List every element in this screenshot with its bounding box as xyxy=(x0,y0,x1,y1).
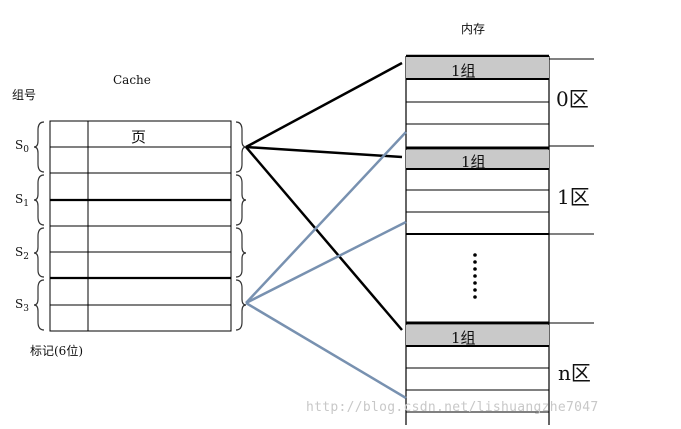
memory-group-label-0: 1组 xyxy=(451,62,476,80)
cache-group-label-s1: S1 xyxy=(15,192,29,209)
ellipsis-dots xyxy=(473,253,477,299)
cache-group-label-s3: S3 xyxy=(15,297,29,314)
cache-group-label-s2: S2 xyxy=(15,245,29,262)
area-label-n: n区 xyxy=(558,361,591,385)
brace-s1 xyxy=(33,174,45,226)
brace-s2 xyxy=(33,227,45,278)
mapping-lines-s0 xyxy=(245,61,403,331)
memory-group-n-header xyxy=(406,325,549,346)
mapping-lines-s3 xyxy=(245,131,407,400)
memory-group-label-n: 1组 xyxy=(451,329,476,347)
right-braces xyxy=(235,121,247,331)
memory-title: 内存 xyxy=(461,22,486,36)
memory-column xyxy=(405,54,594,425)
page-label: 页 xyxy=(131,128,147,146)
cache-title: Cache xyxy=(113,73,151,87)
left-braces xyxy=(33,121,45,331)
cache-table xyxy=(49,120,232,332)
brace-s3 xyxy=(33,279,45,331)
group-number-label: 组号 xyxy=(12,88,37,102)
area-label-0: 0区 xyxy=(556,87,589,111)
memory-group-1-header xyxy=(406,150,549,169)
memory-group-label-1: 1组 xyxy=(461,153,486,171)
watermark: http://blog.csdn.net/lishuangzhe7047 xyxy=(306,400,599,415)
memory-group-0-header xyxy=(406,57,549,79)
cache-group-label-s0: S0 xyxy=(15,138,29,155)
brace-s0 xyxy=(33,121,45,173)
area-label-1: 1区 xyxy=(557,185,590,209)
tag-label: 标记(6位) xyxy=(30,344,83,358)
